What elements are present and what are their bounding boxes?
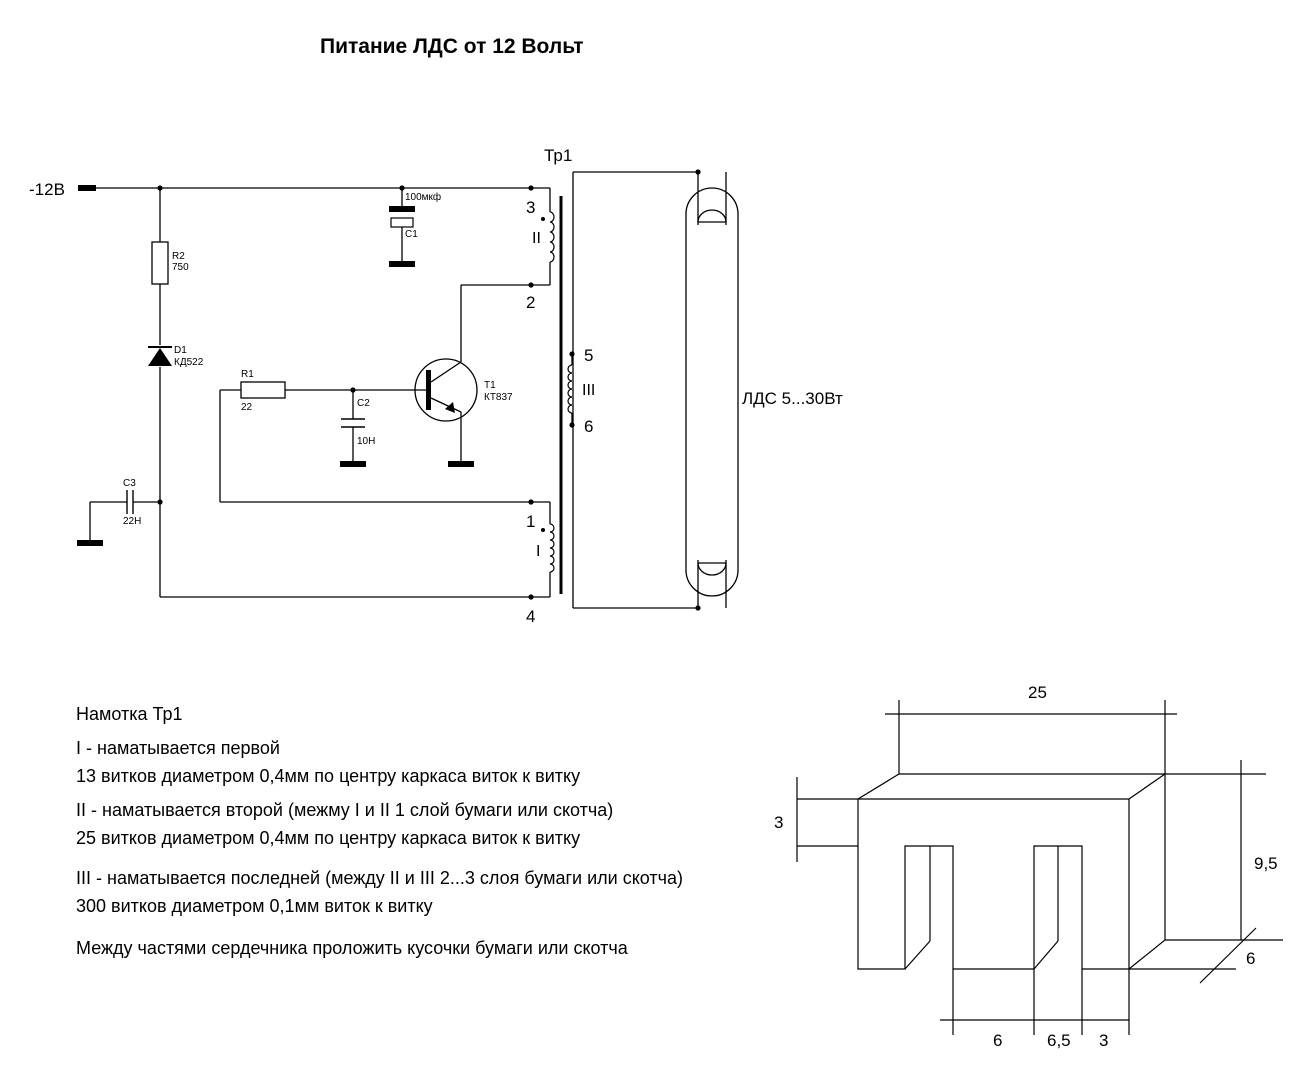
core-note: Между частями сердечника проложить кусоч… <box>76 938 628 958</box>
winding-iii-coil <box>567 364 573 414</box>
c3-value: 22Н <box>123 516 141 527</box>
r1-ref: R1 <box>241 369 254 380</box>
t1-value: КТ837 <box>484 392 513 403</box>
pin-5-label: 5 <box>584 346 593 365</box>
pin-3-label: 3 <box>526 198 535 217</box>
ground-c2 <box>340 461 366 467</box>
c1-value: 100мкф <box>405 191 441 203</box>
winding-iii-desc: 300 витков диаметром 0,1мм виток к витку <box>76 896 433 916</box>
ground-c1 <box>389 261 415 267</box>
c1-ref: C1 <box>405 229 418 240</box>
page-title: Питание ЛДС от 12 Вольт <box>320 35 584 58</box>
pin-2-label: 2 <box>526 293 535 312</box>
r2-ref: R2 <box>172 251 185 262</box>
transistor-t1 <box>414 358 478 467</box>
c2-value: 10Н <box>357 436 375 447</box>
pin-4-label: 4 <box>526 607 535 626</box>
ground-c3 <box>77 540 103 546</box>
capacitor-c3 <box>77 490 134 546</box>
capacitor-c2 <box>340 418 366 467</box>
d1-value: КД522 <box>174 357 204 368</box>
c3-ref: C3 <box>123 478 136 489</box>
supply-terminal <box>78 185 96 191</box>
dim-center-leg-label: 6,5 <box>1047 1031 1071 1050</box>
ground-t1 <box>448 461 474 467</box>
c2-ref: C2 <box>357 398 370 409</box>
pin-1-label: 1 <box>526 512 535 531</box>
d1-ref: D1 <box>174 345 187 356</box>
winding-ii-label: II <box>532 230 541 247</box>
dim-slot-width-label: 6 <box>993 1031 1002 1050</box>
t1-ref: T1 <box>484 380 496 391</box>
winding-ii-title: II - наматывается второй (межму I и II 1… <box>76 800 614 820</box>
transformer-label: Тр1 <box>544 146 572 165</box>
diode-d1 <box>148 346 172 366</box>
pin-6-label: 6 <box>584 417 593 436</box>
junction-dots <box>157 169 701 611</box>
r2-value: 750 <box>172 262 189 273</box>
winding-ii-desc: 25 витков диаметром 0,4мм по центру карк… <box>76 828 581 848</box>
lamp-label: ЛДС 5...30Вт <box>742 389 843 408</box>
dim-outer-leg-label: 3 <box>1099 1031 1108 1050</box>
winding-i-coil <box>549 523 555 573</box>
notes-heading: Намотка Тр1 <box>76 704 183 724</box>
dim-height-label: 9,5 <box>1254 854 1278 873</box>
supply-label: -12В <box>29 180 65 199</box>
winding-i-title: I - наматывается первой <box>76 738 280 758</box>
core-drawing <box>796 700 1283 1035</box>
circuit-wires <box>89 171 727 609</box>
resistor-r2 <box>151 241 169 285</box>
winding-i-desc: 13 витков диаметром 0,4мм по центру карк… <box>76 766 581 786</box>
capacitor-c1 <box>389 206 415 267</box>
winding-iii-label: III <box>582 382 595 399</box>
winding-ii-coil <box>549 211 555 263</box>
winding-iii-title: III - наматывается последней (между II и… <box>76 868 684 888</box>
fluorescent-lamp <box>685 187 739 597</box>
resistor-r1 <box>240 381 286 399</box>
winding-notes: Намотка Тр1 I - наматывается первой 13 в… <box>76 700 816 962</box>
r1-value: 22 <box>241 402 253 413</box>
dim-width-label: 25 <box>1028 683 1047 702</box>
dim-top-thickness-label: 3 <box>774 813 783 832</box>
dim-depth-label: 6 <box>1246 949 1255 968</box>
winding-i-label: I <box>536 543 540 560</box>
